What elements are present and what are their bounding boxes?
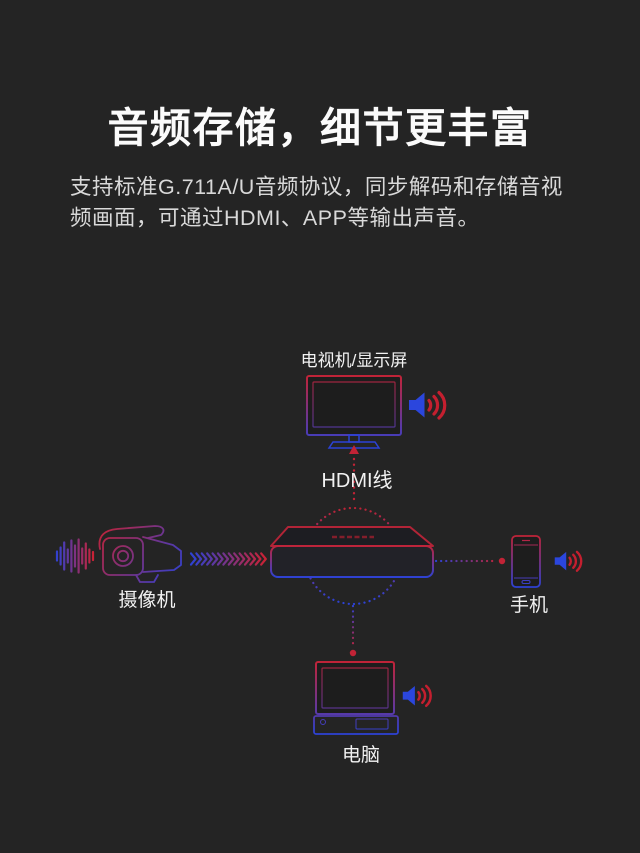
pc-label: 电脑 [341,745,381,766]
camera-wireframe [98,525,182,583]
pc-wireframe [313,661,399,735]
page-title: 音频存储，细节更丰富 [107,105,533,151]
nvr-device-wireframe [270,526,434,578]
camera-label: 摄像机 [118,590,176,611]
signal-endpoint-dot-pc [349,649,357,657]
phone-speaker-icon [553,550,583,572]
tv-label: 电视机/显示屏 [300,351,408,370]
pc-speaker-icon [401,684,432,708]
description-line-1: 支持标准G.711A/U音频协议，同步解码和存储音视 [70,175,563,199]
hdmi-cable-label: HDMI线 [321,470,393,492]
tv-wireframe [306,375,402,449]
audio-waveform-icon [55,538,95,574]
signal-endpoint-dot-phone [498,557,506,565]
phone-label: 手机 [509,595,549,616]
tv-speaker-icon [407,390,447,420]
product-description: 支持标准G.711A/U音频协议，同步解码和存储音视 频画面，可通过HDMI、A… [70,172,575,234]
hdmi-up-arrow-icon [349,445,359,454]
phone-wireframe [511,535,541,588]
description-line-2: 频画面，可通过HDMI、APP等输出声音。 [70,206,480,230]
signal-chevrons [189,552,267,566]
